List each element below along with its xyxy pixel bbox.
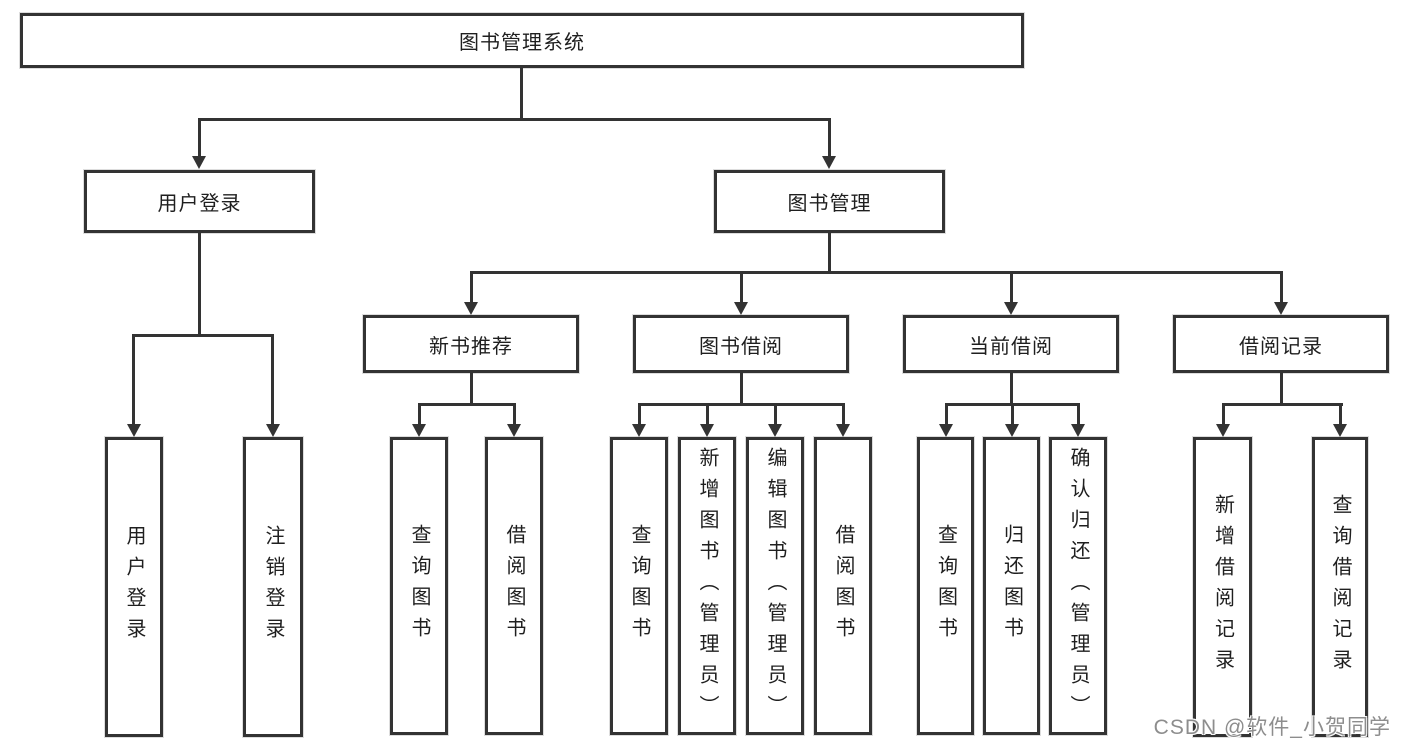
connector-line xyxy=(706,403,709,425)
connector-arrow xyxy=(412,424,426,437)
connector-line xyxy=(133,334,274,337)
node-label: 新增图书（管理员） xyxy=(696,446,718,726)
connector-line xyxy=(198,233,201,336)
connector-arrow xyxy=(822,156,836,169)
leaf-confirm-return-admin: 确认归还（管理员） xyxy=(1049,437,1107,735)
node-label: 借阅记录 xyxy=(1239,335,1323,358)
node-label: 图书管理 xyxy=(787,193,872,215)
connector-line xyxy=(740,373,743,404)
node-label: 查询借阅记录 xyxy=(1329,494,1351,680)
connector-line xyxy=(740,271,743,303)
connector-line xyxy=(1077,403,1080,425)
node-label: 注销登录 xyxy=(262,525,284,649)
connector-line xyxy=(470,373,473,404)
connector-line xyxy=(1222,403,1225,425)
connector-line xyxy=(828,118,831,157)
leaf-add-book-admin: 新增图书（管理员） xyxy=(678,437,736,735)
connector-arrow xyxy=(1071,424,1085,437)
leaf-edit-book-admin: 编辑图书（管理员） xyxy=(746,437,804,735)
node-book-borrow: 图书借阅 xyxy=(633,315,849,373)
connector-line xyxy=(828,233,831,274)
connector-line xyxy=(638,403,641,425)
leaf-query-borrow-record: 查询借阅记录 xyxy=(1312,437,1368,737)
connector-line xyxy=(1222,403,1343,406)
node-current-borrow: 当前借阅 xyxy=(903,315,1119,373)
connector-line xyxy=(271,334,274,425)
connector-line xyxy=(1339,403,1342,425)
node-label: 查询图书 xyxy=(934,524,957,648)
connector-arrow xyxy=(507,424,521,437)
connector-line xyxy=(774,403,777,425)
node-user-login: 用户登录 xyxy=(84,170,315,233)
connector-line xyxy=(470,271,1283,274)
node-label: 图书管理系统 xyxy=(459,32,585,54)
node-label: 新书推荐 xyxy=(429,335,513,358)
node-borrow-records: 借阅记录 xyxy=(1173,315,1389,373)
connector-arrow xyxy=(1333,424,1347,437)
connector-line xyxy=(513,403,516,425)
connector-line xyxy=(1010,271,1013,303)
connector-line xyxy=(1011,403,1014,425)
csdn-watermark: CSDN @软件_小贺同学 xyxy=(1153,716,1391,739)
node-new-book-recommend: 新书推荐 xyxy=(363,315,579,373)
connector-arrow xyxy=(734,302,748,315)
connector-line xyxy=(1280,373,1283,404)
connector-arrow xyxy=(1216,424,1230,437)
connector-arrow xyxy=(1005,424,1019,437)
node-label: 用户登录 xyxy=(123,525,145,649)
node-label: 查询图书 xyxy=(628,524,650,648)
node-label: 确认归还（管理员） xyxy=(1067,446,1089,726)
connector-line xyxy=(470,271,473,303)
leaf-query-books-borrow: 查询图书 xyxy=(610,437,668,735)
leaf-logout: 注销登录 xyxy=(243,437,303,737)
connector-arrow xyxy=(700,424,714,437)
connector-line xyxy=(1280,271,1283,303)
connector-arrow xyxy=(464,302,478,315)
connector-line xyxy=(842,403,845,425)
connector-line xyxy=(520,68,523,120)
connector-arrow xyxy=(1274,302,1288,315)
leaf-borrow-book: 借阅图书 xyxy=(814,437,872,735)
leaf-borrow-book-recommend: 借阅图书 xyxy=(485,437,543,735)
node-label: 查询图书 xyxy=(408,524,430,648)
connector-arrow xyxy=(1004,302,1018,315)
connector-line xyxy=(638,403,845,406)
leaf-return-book: 归还图书 xyxy=(983,437,1040,735)
connector-line xyxy=(198,118,831,121)
connector-line xyxy=(945,403,948,425)
connector-line xyxy=(132,334,135,425)
leaf-query-books-recommend: 查询图书 xyxy=(390,437,448,735)
node-label: 借阅图书 xyxy=(832,524,854,648)
leaf-user-login: 用户登录 xyxy=(105,437,163,737)
connector-arrow xyxy=(266,424,280,437)
connector-line xyxy=(418,403,421,425)
connector-arrow xyxy=(768,424,782,437)
leaf-query-books-current: 查询图书 xyxy=(917,437,974,735)
leaf-add-borrow-record: 新增借阅记录 xyxy=(1193,437,1252,737)
node-label: 编辑图书（管理员） xyxy=(764,446,786,726)
node-label: 借阅图书 xyxy=(503,524,525,648)
connector-arrow xyxy=(192,156,206,169)
connector-arrow xyxy=(632,424,646,437)
connector-line xyxy=(1010,373,1013,404)
connector-arrow xyxy=(127,424,141,437)
node-label: 图书借阅 xyxy=(699,335,783,358)
connector-arrow xyxy=(939,424,953,437)
node-book-management: 图书管理 xyxy=(714,170,945,233)
connector-line xyxy=(198,118,201,157)
connector-line xyxy=(418,403,516,406)
node-label: 当前借阅 xyxy=(969,335,1053,358)
node-library-management-system: 图书管理系统 xyxy=(20,13,1024,68)
connector-arrow xyxy=(836,424,850,437)
node-label: 用户登录 xyxy=(157,193,242,215)
node-label: 新增借阅记录 xyxy=(1211,494,1234,680)
node-label: 归还图书 xyxy=(1000,524,1023,648)
